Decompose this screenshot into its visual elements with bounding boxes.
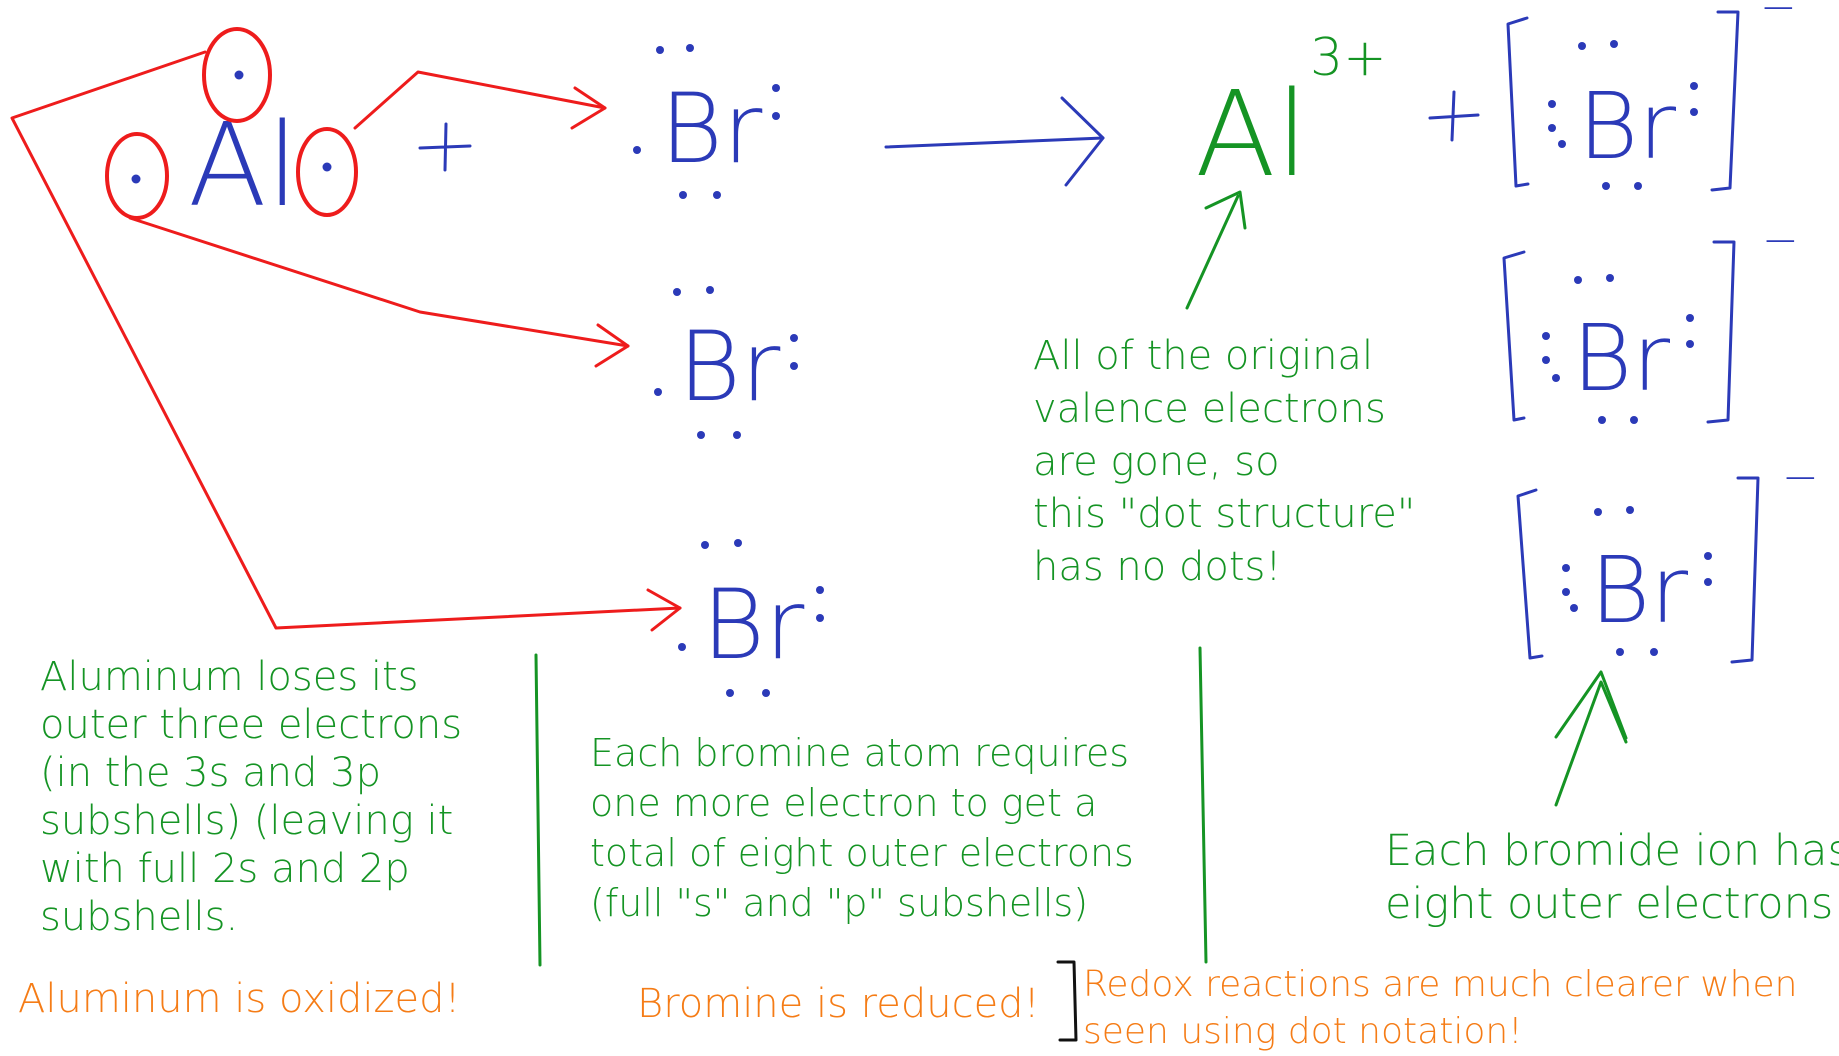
valence-electron-dot [131, 174, 141, 184]
pointer-arrowhead [1204, 190, 1247, 230]
note-line: this "dot structure" [1033, 491, 1416, 538]
transfer-arrow-to-bromine-3 [10, 50, 682, 630]
bromide-ion-3: − Br [1516, 452, 1819, 664]
note-line: Bromine is reduced! [637, 981, 1040, 1027]
bracket-left [1516, 488, 1544, 660]
bracket-right [1710, 10, 1740, 192]
valence-electron-dot [322, 162, 332, 172]
bromine-symbol: Br [1572, 305, 1670, 412]
divider-line-right [1198, 646, 1208, 964]
note-line: Each bromine atom requires [590, 731, 1130, 775]
note-line: seen using dot notation! [1083, 1010, 1523, 1052]
pointer-arrowhead [1554, 670, 1628, 740]
aluminum-oxidized-note: Aluminum is oxidized! [18, 975, 461, 1023]
note-line: (full "s" and "p" subshells) [590, 881, 1089, 926]
note-line: are gone, so [1033, 438, 1280, 485]
electron-transfer-arrows [10, 50, 682, 632]
valence-electron-dot [234, 70, 244, 80]
bracket-right [1706, 240, 1736, 424]
aluminum-ion-symbol: Al [1195, 65, 1309, 203]
note-line: Each bromide ion has [1385, 826, 1839, 876]
note-line: valence electrons [1033, 385, 1386, 432]
aluminum-explanation: Aluminum loses its outer three electrons… [40, 653, 462, 941]
bromine-symbol: Br [702, 569, 805, 681]
bromide-charge: − [1782, 452, 1819, 503]
bromine-explanation: Each bromine atom requires one more elec… [590, 728, 1134, 929]
aluminum-atom: Al [105, 27, 358, 233]
note-line: Aluminum is oxidized! [18, 976, 461, 1022]
note-line: subshells. [40, 894, 239, 940]
bromine-symbol: Br [1578, 73, 1676, 180]
bromide-charge: − [1762, 215, 1799, 266]
divider-line-left [534, 653, 542, 967]
bromine-reduced-note: Bromine is reduced! [637, 980, 1040, 1028]
redox-note: Redox reactions are much clearer when se… [1083, 962, 1797, 1056]
reaction-arrow-head [1060, 96, 1105, 187]
bracket-left [1502, 250, 1526, 422]
bromide-ion-1: − Br [1506, 0, 1797, 192]
transfer-arrow-to-bromine-1 [353, 70, 607, 130]
redox-bracket [1056, 960, 1078, 1042]
note-line: total of eight outer electrons [590, 831, 1134, 876]
aluminum-ion: Al 3+ [1195, 28, 1387, 203]
bracket-right [1730, 476, 1760, 664]
pointer-to-aluminum-ion [1185, 194, 1240, 310]
bromine-atom-2: Br [654, 286, 798, 439]
note-line: Redox reactions are much clearer when [1083, 964, 1798, 1005]
reaction-arrow [884, 136, 1105, 149]
arrowhead [594, 323, 630, 368]
note-line: (in the 3s and 3p [40, 750, 381, 796]
plus-sign-products [1428, 90, 1480, 142]
arrowhead [646, 588, 682, 632]
note-line: outer three electrons [40, 702, 463, 748]
note-line: has no dots! [1033, 544, 1282, 591]
note-line: one more electron to get a [590, 781, 1098, 826]
note-line: with full 2s and 2p [40, 846, 410, 892]
pointer-to-bromide-ion [1554, 680, 1628, 807]
note-line: Aluminum loses its [40, 654, 419, 700]
bromide-ion-2: − Br [1502, 215, 1799, 424]
aluminum-ion-charge: 3+ [1310, 28, 1387, 88]
electron-circle-right [296, 127, 358, 217]
arrowhead [570, 86, 607, 130]
bromide-ion-explanation: Each bromide ion has eight outer electro… [1385, 825, 1839, 931]
transfer-arrow-to-bromine-2 [128, 216, 630, 348]
plus-sign [418, 122, 472, 172]
bracket-left [1506, 16, 1530, 188]
bromine-atom-3: Br [678, 539, 824, 697]
bromide-charge: − [1760, 0, 1797, 33]
bromine-symbol: Br [660, 73, 763, 185]
aluminum-ion-explanation: All of the original valence electrons ar… [1033, 330, 1415, 594]
note-line: subshells) (leaving it [40, 798, 454, 844]
bromine-symbol: Br [678, 311, 781, 423]
electron-circle-left [105, 132, 169, 220]
note-line: eight outer electrons! [1385, 878, 1839, 929]
bromine-symbol: Br [1590, 537, 1688, 644]
bromine-atom-1: Br [633, 44, 780, 199]
electron-circle-top [202, 27, 272, 123]
note-line: All of the original [1033, 333, 1374, 379]
